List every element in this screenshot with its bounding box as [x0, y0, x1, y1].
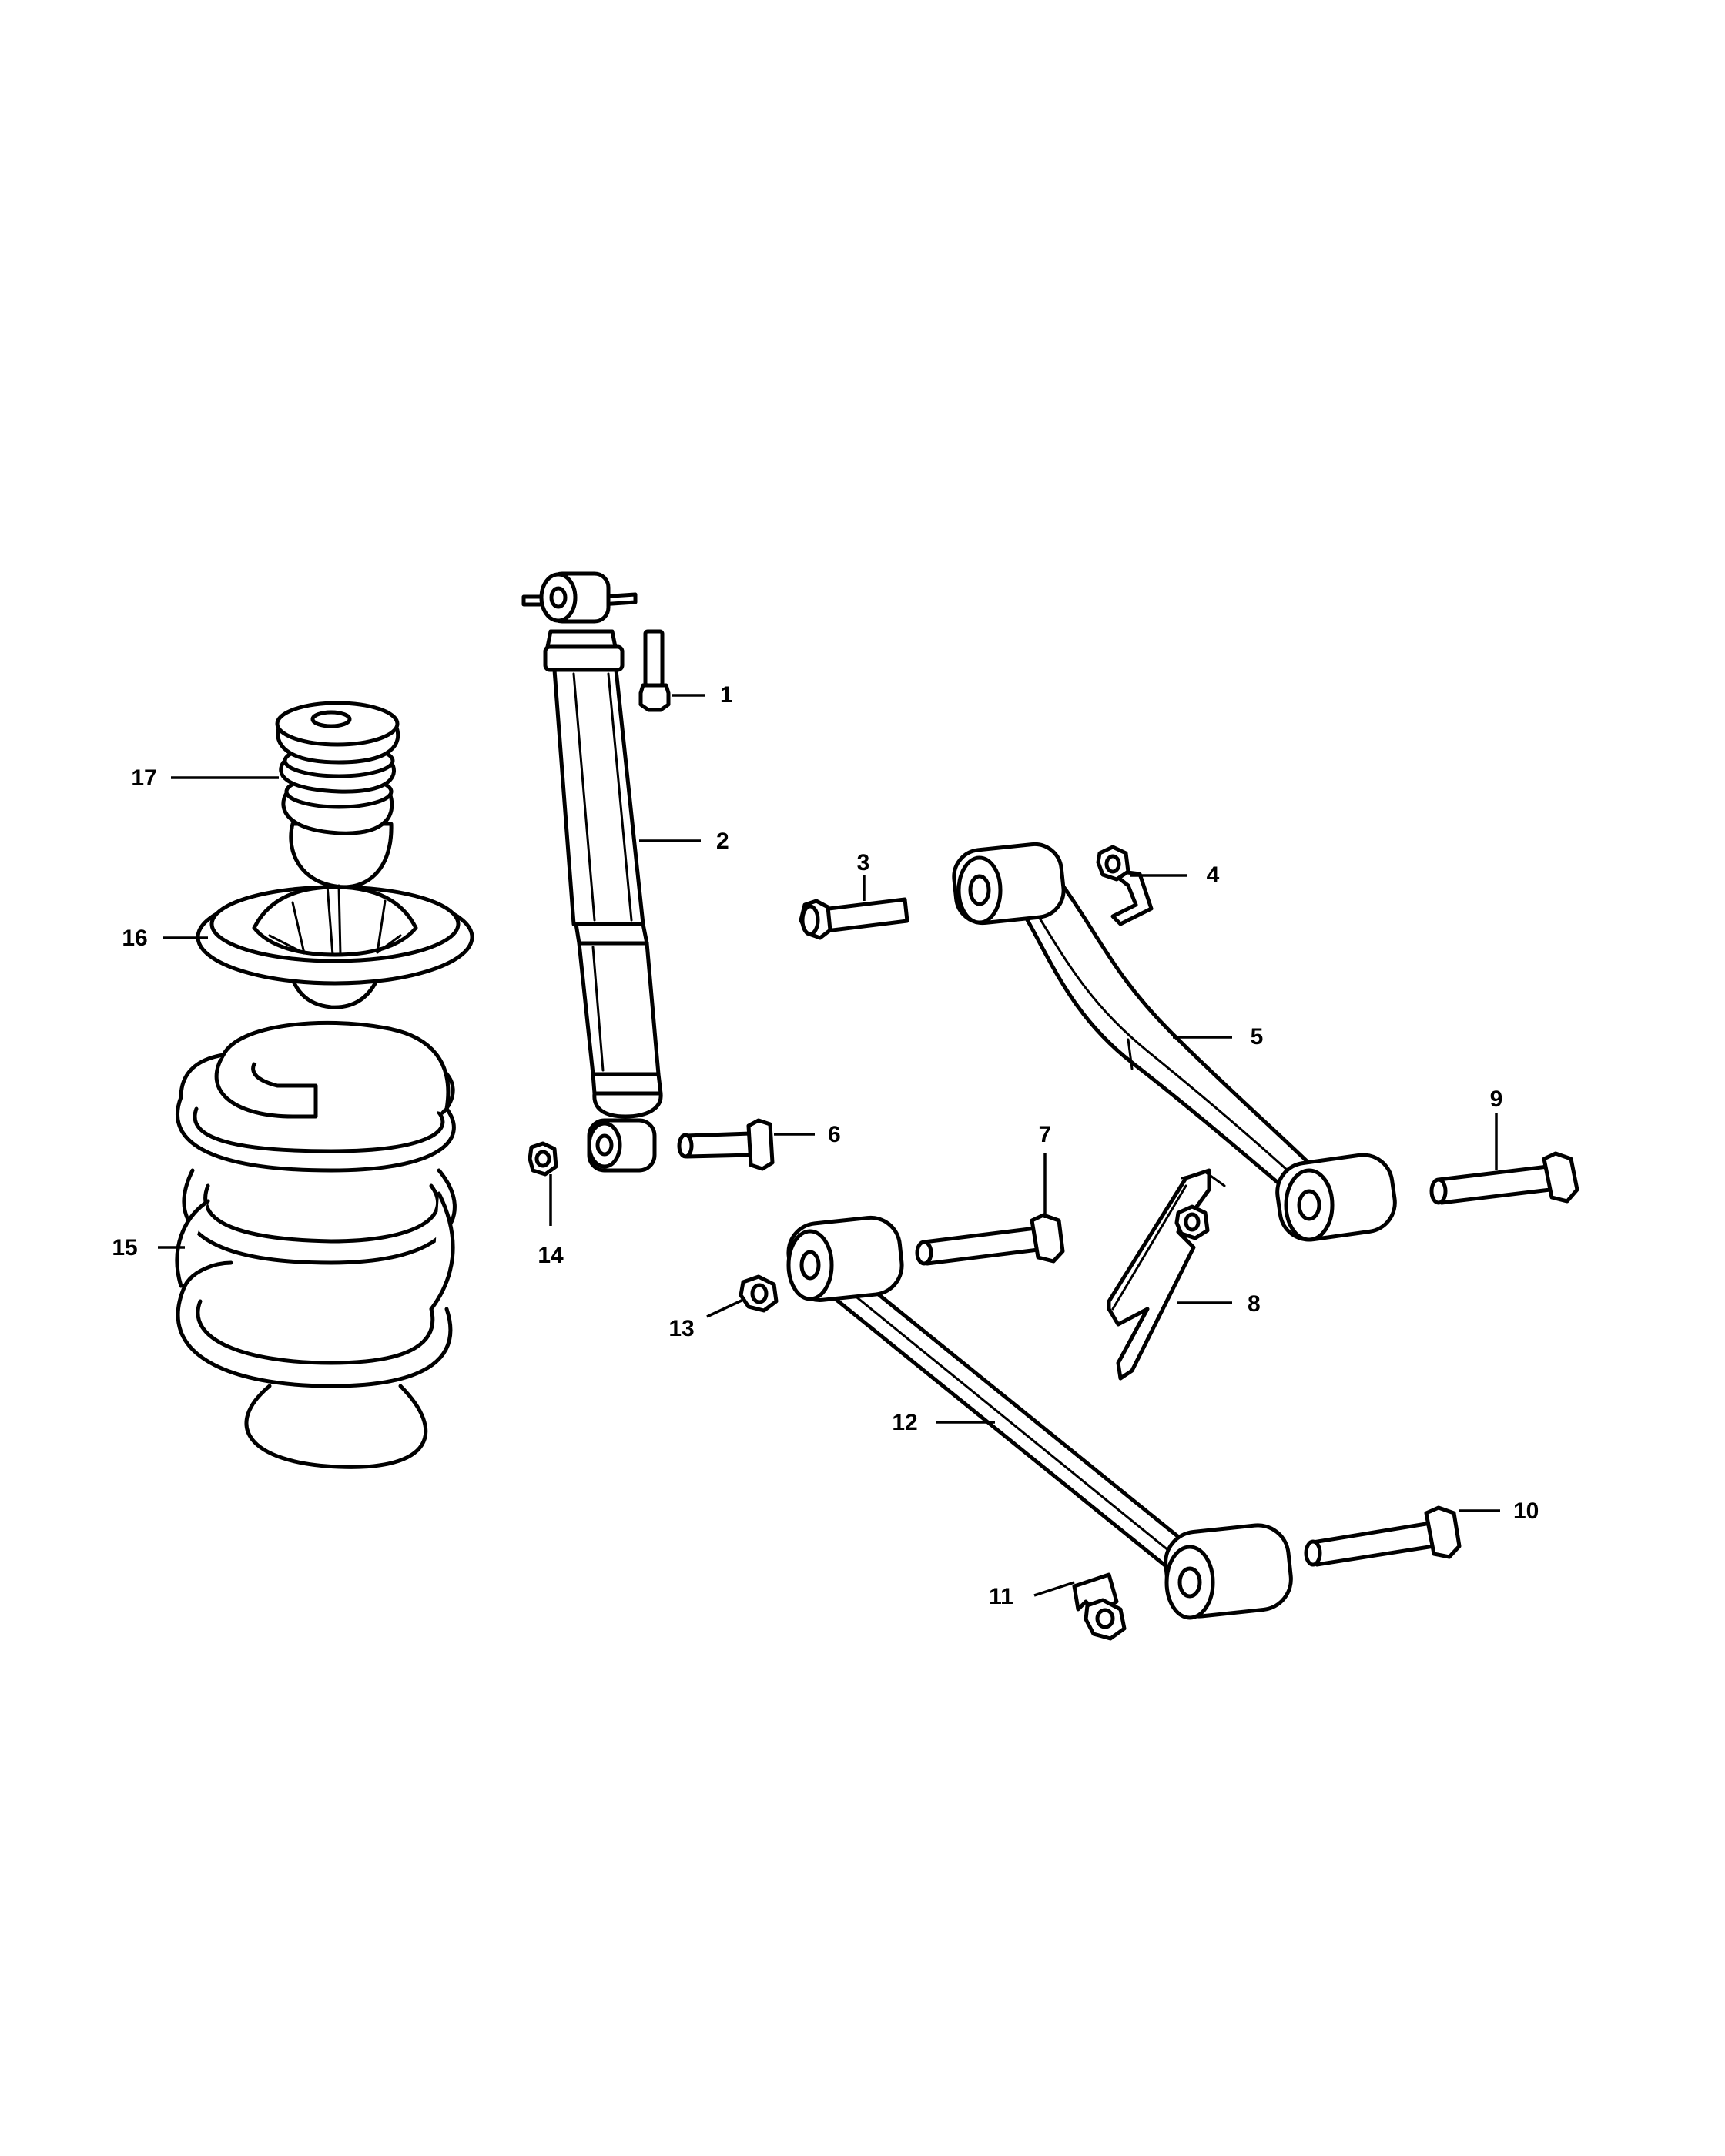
callout-1: 1: [720, 682, 733, 708]
shock-lower-nut: [528, 1141, 558, 1177]
callout-13: 13: [668, 1316, 694, 1341]
spring-isolator: [196, 884, 474, 1009]
shock-absorber: [521, 571, 663, 1173]
upper-arm-rear-bolt: [1429, 1151, 1579, 1205]
upper-arm-front-nut-clip: [1096, 845, 1154, 926]
leader-13: [706, 1298, 744, 1318]
callout-8: 8: [1248, 1291, 1261, 1317]
callout-10: 10: [1513, 1498, 1539, 1524]
shock-lower-bolt: [677, 1118, 775, 1171]
callout-2: 2: [716, 829, 729, 854]
lower-arm-rear-nut-clip: [1072, 1572, 1127, 1641]
bracket-with-nut: [1107, 1168, 1226, 1381]
coil-spring: [175, 1020, 457, 1469]
callout-4: 4: [1207, 862, 1220, 888]
callout-14: 14: [538, 1243, 564, 1268]
callout-11: 11: [989, 1584, 1013, 1609]
leader-lines: [158, 694, 1500, 1597]
callout-16: 16: [122, 926, 147, 951]
callout-17: 17: [131, 765, 156, 791]
callout-3: 3: [857, 850, 870, 875]
lower-arm-front-nut: [739, 1274, 779, 1313]
callout-15: 15: [112, 1235, 137, 1260]
callout-5: 5: [1251, 1024, 1264, 1050]
jounce-bumper: [275, 701, 400, 889]
callout-9: 9: [1490, 1086, 1503, 1112]
callout-7: 7: [1039, 1122, 1052, 1147]
lower-arm-rear-bolt: [1304, 1505, 1462, 1567]
callout-12: 12: [892, 1410, 917, 1435]
shock-mount-bolt: [638, 629, 671, 712]
callout-6: 6: [828, 1122, 841, 1147]
callout-labels: 1 2 3 4 5 6 7 8 9 10 11 12 13 14 15 16 1…: [112, 682, 1539, 1609]
lower-control-arm: [786, 1215, 1293, 1620]
lower-arm-front-bolt: [915, 1213, 1065, 1266]
upper-control-arm: [952, 842, 1397, 1242]
leader-11: [1033, 1581, 1075, 1597]
upper-arm-front-bolt: [799, 897, 909, 940]
